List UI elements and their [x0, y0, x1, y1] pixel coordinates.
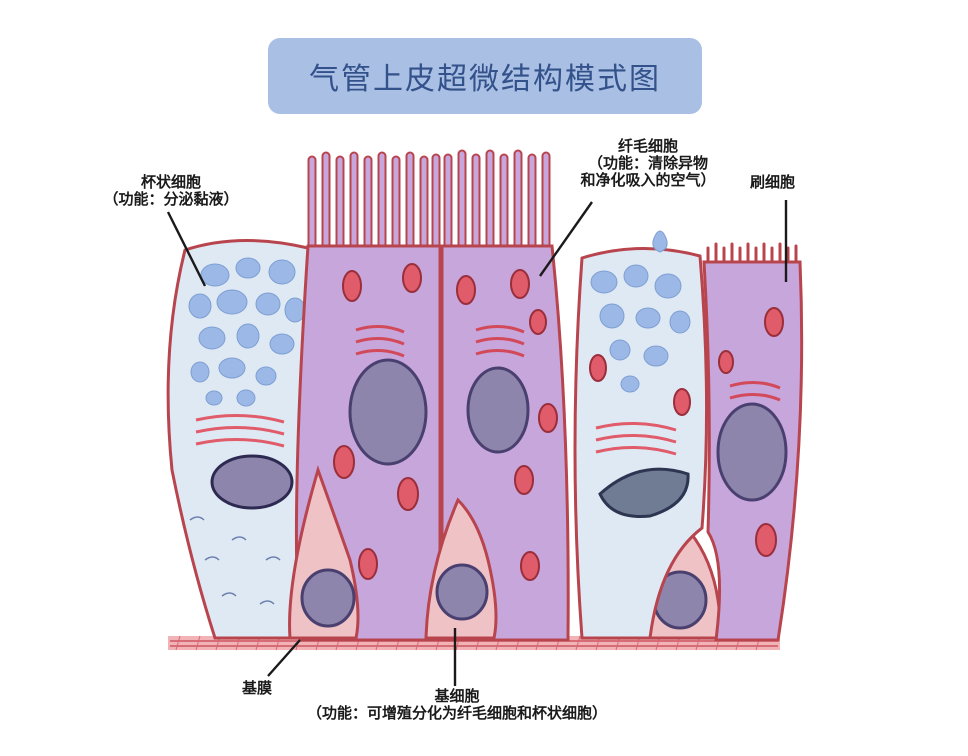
- brush-label: 刷细胞: [750, 174, 795, 191]
- goblet-name: 杯状细胞: [96, 174, 246, 191]
- goblet-function: （功能：分泌黏液）: [96, 191, 246, 208]
- goblet-cell-left: [168, 240, 312, 638]
- basal-name: 基细胞: [262, 688, 652, 705]
- basal-function: （功能：可增殖分化为纤毛细胞和杯状细胞）: [262, 705, 652, 722]
- basal-label: 基细胞 （功能：可增殖分化为纤毛细胞和杯状细胞）: [262, 688, 652, 722]
- ciliated-label: 纤毛细胞 （功能：清除异物 和净化吸入的空气）: [556, 138, 740, 189]
- ciliated-function-line2: 和净化吸入的空气）: [556, 172, 740, 189]
- ciliated-function-line1: （功能：清除异物: [556, 155, 740, 172]
- brush-cell: [704, 244, 802, 640]
- ciliated-name: 纤毛细胞: [556, 138, 740, 155]
- goblet-label: 杯状细胞 （功能：分泌黏液）: [96, 174, 246, 208]
